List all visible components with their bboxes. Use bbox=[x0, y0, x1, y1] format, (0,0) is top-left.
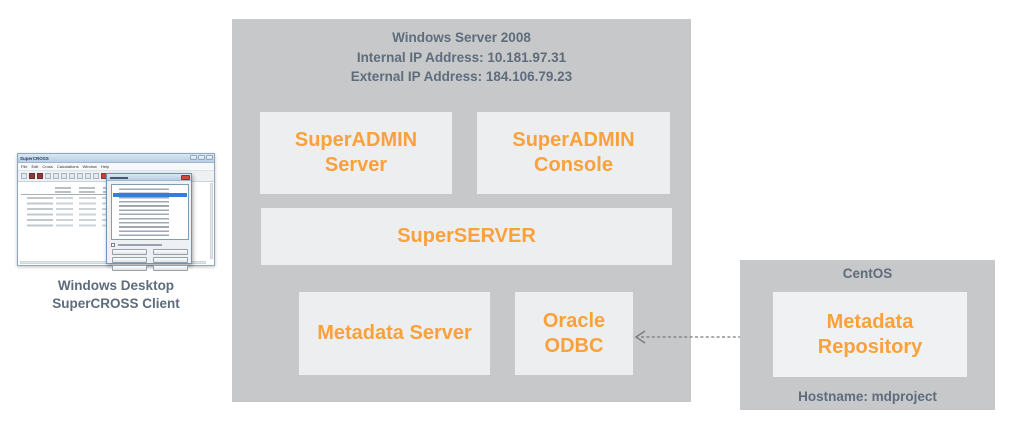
dialog-button[interactable] bbox=[112, 249, 147, 255]
selected-list-item[interactable] bbox=[113, 193, 187, 197]
superadmin-server-box: SuperADMIN Server bbox=[260, 112, 452, 194]
toolbar-icon[interactable] bbox=[53, 173, 59, 179]
toolbar-icon[interactable] bbox=[29, 173, 35, 179]
window-title: SuperCROSS bbox=[20, 155, 49, 161]
fields-dialog bbox=[106, 173, 192, 271]
dialog-titlebar bbox=[107, 174, 191, 181]
dialog-close-button[interactable] bbox=[181, 175, 190, 180]
checkbox-label-placeholder bbox=[118, 244, 162, 246]
dialog-button[interactable] bbox=[112, 257, 147, 263]
menu-item-calculations[interactable]: Calculations bbox=[56, 163, 79, 169]
centos-hostname: Hostname: mdproject bbox=[798, 389, 937, 404]
dialog-button[interactable] bbox=[153, 257, 188, 263]
close-button[interactable] bbox=[206, 155, 213, 160]
dialog-button[interactable] bbox=[112, 265, 147, 271]
menu-item-edit[interactable]: Edit bbox=[31, 163, 39, 169]
vertical-scrollbar[interactable] bbox=[210, 183, 213, 259]
client-caption: Windows Desktop SuperCROSS Client bbox=[10, 277, 222, 313]
toolbar-icon[interactable] bbox=[21, 173, 27, 179]
supercross-client-window: SuperCROSS File Edit Cross Calculations … bbox=[17, 153, 215, 271]
centos-group: CentOS Metadata Repository Hostname: mdp… bbox=[740, 260, 995, 410]
caption-line-2: SuperCROSS Client bbox=[52, 296, 180, 311]
toolbar-icon[interactable] bbox=[69, 173, 75, 179]
server-header: Windows Server 2008 Internal IP Address:… bbox=[232, 28, 691, 87]
dialog-checkbox-row bbox=[111, 243, 181, 247]
superadmin-console-box: SuperADMIN Console bbox=[477, 112, 670, 194]
server-title: Windows Server 2008 bbox=[392, 30, 531, 45]
metadata-server-box: Metadata Server bbox=[299, 292, 490, 375]
metadata-repository-box: Metadata Repository bbox=[773, 292, 967, 377]
toolbar-icon[interactable] bbox=[93, 173, 99, 179]
table-header bbox=[21, 185, 174, 195]
maximize-button[interactable] bbox=[198, 155, 205, 160]
toolbar-icon[interactable] bbox=[61, 173, 67, 179]
menu-item-cross[interactable]: Cross bbox=[42, 163, 53, 169]
dialog-title-text-placeholder bbox=[110, 176, 128, 179]
menu-item-file[interactable]: File bbox=[21, 163, 28, 169]
superserver-box: SuperSERVER bbox=[261, 208, 672, 265]
server-internal-ip: Internal IP Address: 10.181.97.31 bbox=[356, 49, 567, 65]
window-titlebar: SuperCROSS bbox=[18, 154, 214, 163]
toolbar-icon[interactable] bbox=[77, 173, 83, 179]
dialog-button[interactable] bbox=[153, 265, 188, 271]
minimize-button[interactable] bbox=[190, 155, 197, 160]
checkbox[interactable] bbox=[111, 243, 115, 247]
windows-server-group: Windows Server 2008 Internal IP Address:… bbox=[232, 19, 691, 402]
centos-title: CentOS bbox=[842, 266, 893, 281]
toolbar-icon[interactable] bbox=[37, 173, 43, 179]
toolbar-icon[interactable] bbox=[45, 173, 51, 179]
window-controls bbox=[190, 155, 213, 160]
toolbar-icon[interactable] bbox=[85, 173, 91, 179]
server-external-ip: External IP Address: 184.106.79.23 bbox=[350, 69, 573, 84]
menu-item-window[interactable]: Window bbox=[82, 163, 97, 169]
dialog-field-list[interactable] bbox=[111, 184, 189, 240]
menu-bar: File Edit Cross Calculations Window Help bbox=[18, 163, 214, 171]
caption-line-1: Windows Desktop bbox=[57, 278, 175, 293]
oracle-odbc-box: Oracle ODBC bbox=[515, 292, 633, 375]
dialog-button[interactable] bbox=[153, 249, 188, 255]
menu-item-help[interactable]: Help bbox=[100, 163, 110, 169]
dialog-buttons bbox=[112, 249, 188, 271]
